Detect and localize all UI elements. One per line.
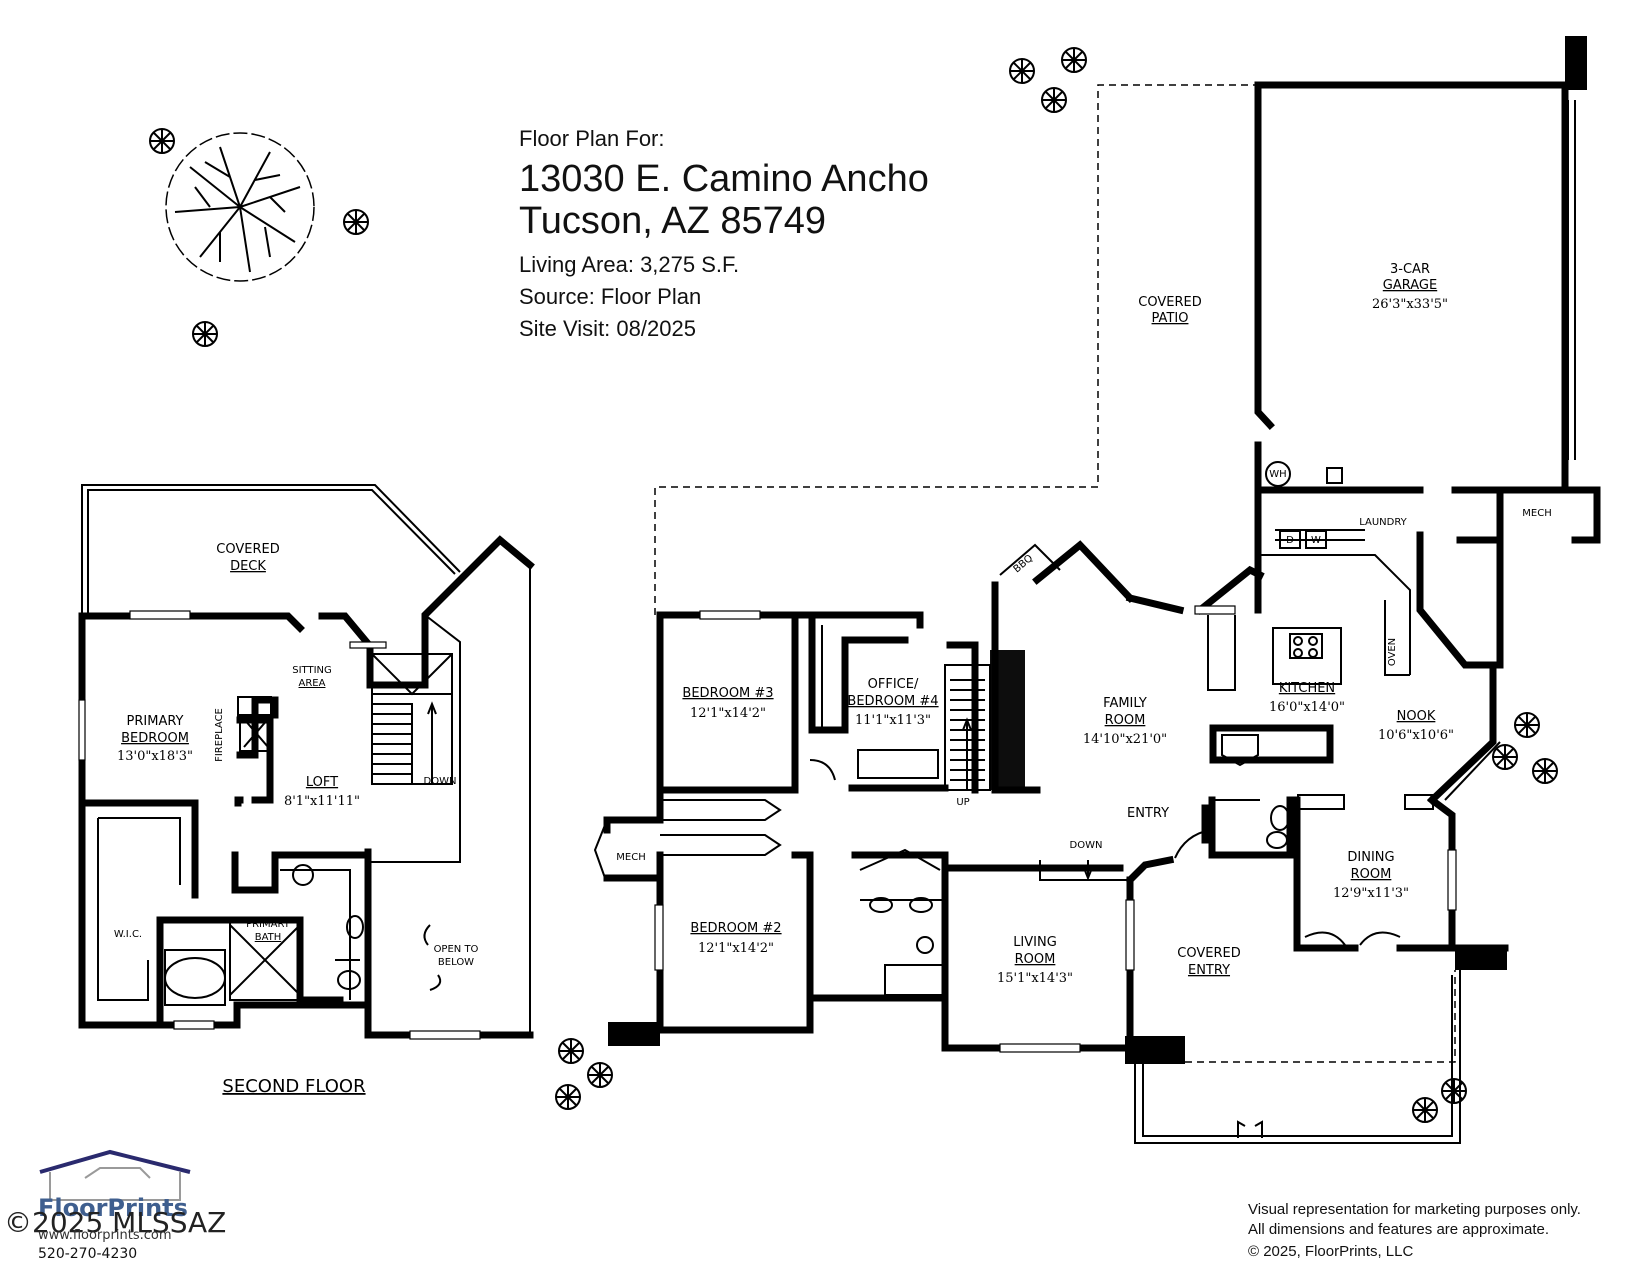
bedroom3-dimensions: 12'1"x14'2" xyxy=(690,706,766,721)
primary-bath-label-2: BATH xyxy=(255,932,282,943)
logo-website: www.floorprints.com xyxy=(38,1228,172,1243)
bedroom2-label: BEDROOM #2 xyxy=(690,921,781,936)
sitting-area-label-1: SITTING xyxy=(292,665,332,676)
loft-label: LOFT xyxy=(306,775,338,790)
office-label-2: BEDROOM #4 xyxy=(847,694,938,709)
covered-patio-label-1: COVERED xyxy=(1138,295,1201,310)
office-label-1: OFFICE/ xyxy=(868,677,919,692)
dryer-label: D xyxy=(1286,535,1294,546)
shrub-icon xyxy=(149,47,1558,1123)
covered-deck-label-1: COVERED xyxy=(216,542,279,557)
entry-label: ENTRY xyxy=(1127,806,1169,821)
first-floor-plan xyxy=(593,36,1601,1144)
fireplace-label: FIREPLACE xyxy=(214,708,225,762)
nook-dimensions: 10'6"x10'6" xyxy=(1378,728,1454,743)
living-room-label-2: ROOM xyxy=(1015,952,1056,967)
plan-source: Source: Floor Plan xyxy=(519,284,702,309)
garage-label-2: GARAGE xyxy=(1383,278,1437,293)
bedroom3-label: BEDROOM #3 xyxy=(682,686,773,701)
covered-patio-label-2: PATIO xyxy=(1152,311,1189,326)
oven-label: OVEN xyxy=(1387,638,1398,666)
wic-label: W.I.C. xyxy=(114,929,142,940)
family-room-label-2: ROOM xyxy=(1105,713,1146,728)
mech-top-label: MECH xyxy=(1522,508,1551,519)
copyright-notice: © 2025, FloorPrints, LLC xyxy=(1248,1243,1414,1260)
loft-dimensions: 8'1"x11'11" xyxy=(284,794,360,809)
nook-label: NOOK xyxy=(1397,709,1436,724)
step-down-label: DOWN xyxy=(1070,840,1103,851)
primary-bedroom-label-2: BEDROOM xyxy=(121,731,189,746)
garage-dimensions: 26'3"x33'5" xyxy=(1372,297,1448,312)
family-room-label-1: FAMILY xyxy=(1103,696,1147,711)
washer-label: W xyxy=(1311,535,1321,546)
address-line1: 13030 E. Camino Ancho xyxy=(519,158,929,200)
logo-phone: 520-270-4230 xyxy=(38,1246,138,1262)
water-heater-label: WH xyxy=(1269,469,1286,480)
primary-bedroom-label-1: PRIMARY xyxy=(127,714,184,729)
dining-room-label-1: DINING xyxy=(1347,850,1394,865)
logo-brand: FloorPrints xyxy=(38,1194,188,1222)
family-room-dimensions: 14'10"x21'0" xyxy=(1083,732,1167,747)
kitchen-label: KITCHEN xyxy=(1279,681,1335,696)
disclaimer-line2: All dimensions and features are approxim… xyxy=(1248,1221,1549,1238)
bedroom2-dimensions: 12'1"x14'2" xyxy=(698,941,774,956)
dining-room-dimensions: 12'9"x11'3" xyxy=(1333,886,1409,901)
site-visit: Site Visit: 08/2025 xyxy=(519,316,696,341)
sitting-area-label-2: AREA xyxy=(299,678,326,689)
primary-bedroom-dimensions: 13'0"x18'3" xyxy=(117,749,193,764)
kitchen-dimensions: 16'0"x14'0" xyxy=(1269,700,1345,715)
mls-watermark: ©2025 MLSSAZ xyxy=(4,1206,227,1239)
address-line2: Tucson, AZ 85749 xyxy=(519,200,827,242)
open-to-below-label-1: OPEN TO xyxy=(434,944,479,955)
living-room-dimensions: 15'1"x14'3" xyxy=(997,971,1073,986)
laundry-label: LAUNDRY xyxy=(1359,517,1407,528)
bbq-label: BBQ xyxy=(1012,553,1036,575)
open-to-below-label-2: BELOW xyxy=(438,957,474,968)
covered-entry-label-1: COVERED xyxy=(1177,946,1240,961)
mech-left-label: MECH xyxy=(616,852,645,863)
stair-up-label: UP xyxy=(956,797,969,808)
office-dimensions: 11'1"x11'3" xyxy=(855,713,931,728)
second-floor-title: SECOND FLOOR xyxy=(222,1076,365,1097)
dining-room-label-2: ROOM xyxy=(1351,867,1392,882)
primary-bath-label-1: PRIMARY xyxy=(246,919,291,930)
second-floor-plan xyxy=(78,484,535,1040)
covered-deck-label-2: DECK xyxy=(230,559,266,574)
living-room-label-1: LIVING xyxy=(1013,935,1057,950)
disclaimer-line1: Visual representation for marketing purp… xyxy=(1248,1201,1581,1218)
garage-label-1: 3-CAR xyxy=(1390,262,1430,277)
living-area: Living Area: 3,275 S.F. xyxy=(519,252,740,277)
header-line1: Floor Plan For: xyxy=(519,126,665,151)
stair-down-label: DOWN xyxy=(424,776,457,787)
large-tree-icon xyxy=(165,132,315,282)
covered-entry-label-2: ENTRY xyxy=(1188,963,1230,978)
floorprints-logo-icon xyxy=(39,1149,191,1201)
